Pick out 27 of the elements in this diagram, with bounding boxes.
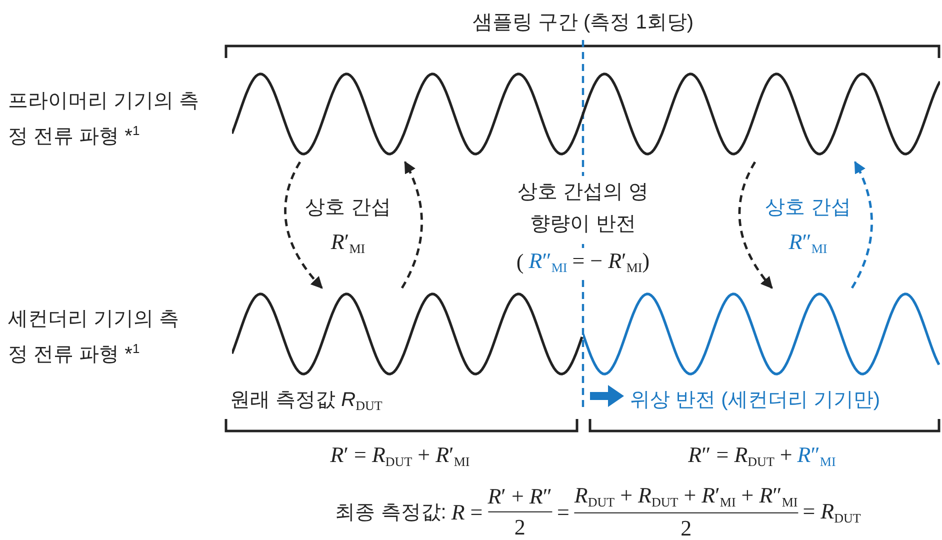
annotation: 최종 측정값: <box>335 500 446 526</box>
formula: R′ = R$_{DUT}$ + R′$_{MI}$ <box>330 442 470 470</box>
formula: = <box>557 499 570 525</box>
formula: R″$_{MI}$ <box>788 229 828 257</box>
annotation: 상호 간섭 <box>765 196 851 220</box>
formula: 2 <box>514 514 526 540</box>
formula: R″$_{MI}$ <box>797 442 836 470</box>
formula: R″$_{MI}$ <box>528 248 568 276</box>
waveform-label: 세컨더리 기기의 측 정 전류 파형 *$^{1}$ <box>8 307 180 368</box>
formula: R″ = R$_{DUT}$ + <box>688 442 792 470</box>
formula: 2 <box>680 516 692 540</box>
interference-arrow <box>738 161 773 289</box>
formula: R$_{DUT}$ + R$_{DUT}$ + R′$_{MI}$ + R″$_{MI}$ <box>574 482 798 510</box>
formula: ( <box>516 249 524 275</box>
formula: R′$_{MI}$ <box>330 229 366 257</box>
formula: R = <box>451 499 483 525</box>
annotation: 위상 반전 (세컨더리 기기만) <box>630 388 880 413</box>
formula: R′ + R″ <box>488 483 552 510</box>
formula: = R$_{DUT}$ <box>802 498 861 526</box>
interference-arrow <box>850 160 873 289</box>
waveform-label: 프라이머리 기기의 측정 전류 파형 *$^{1}$ <box>8 89 200 150</box>
interference-arrow <box>284 161 323 289</box>
section-title: 샘플링 구간 (측정 1회당) <box>472 10 694 36</box>
annotation: 상호 간섭 <box>305 196 391 220</box>
interference-arrow <box>400 160 423 289</box>
annotation: 원래 측정값 R$_{DUT}$ <box>230 388 382 415</box>
formula: = − R′$_{MI}$) <box>572 248 650 276</box>
